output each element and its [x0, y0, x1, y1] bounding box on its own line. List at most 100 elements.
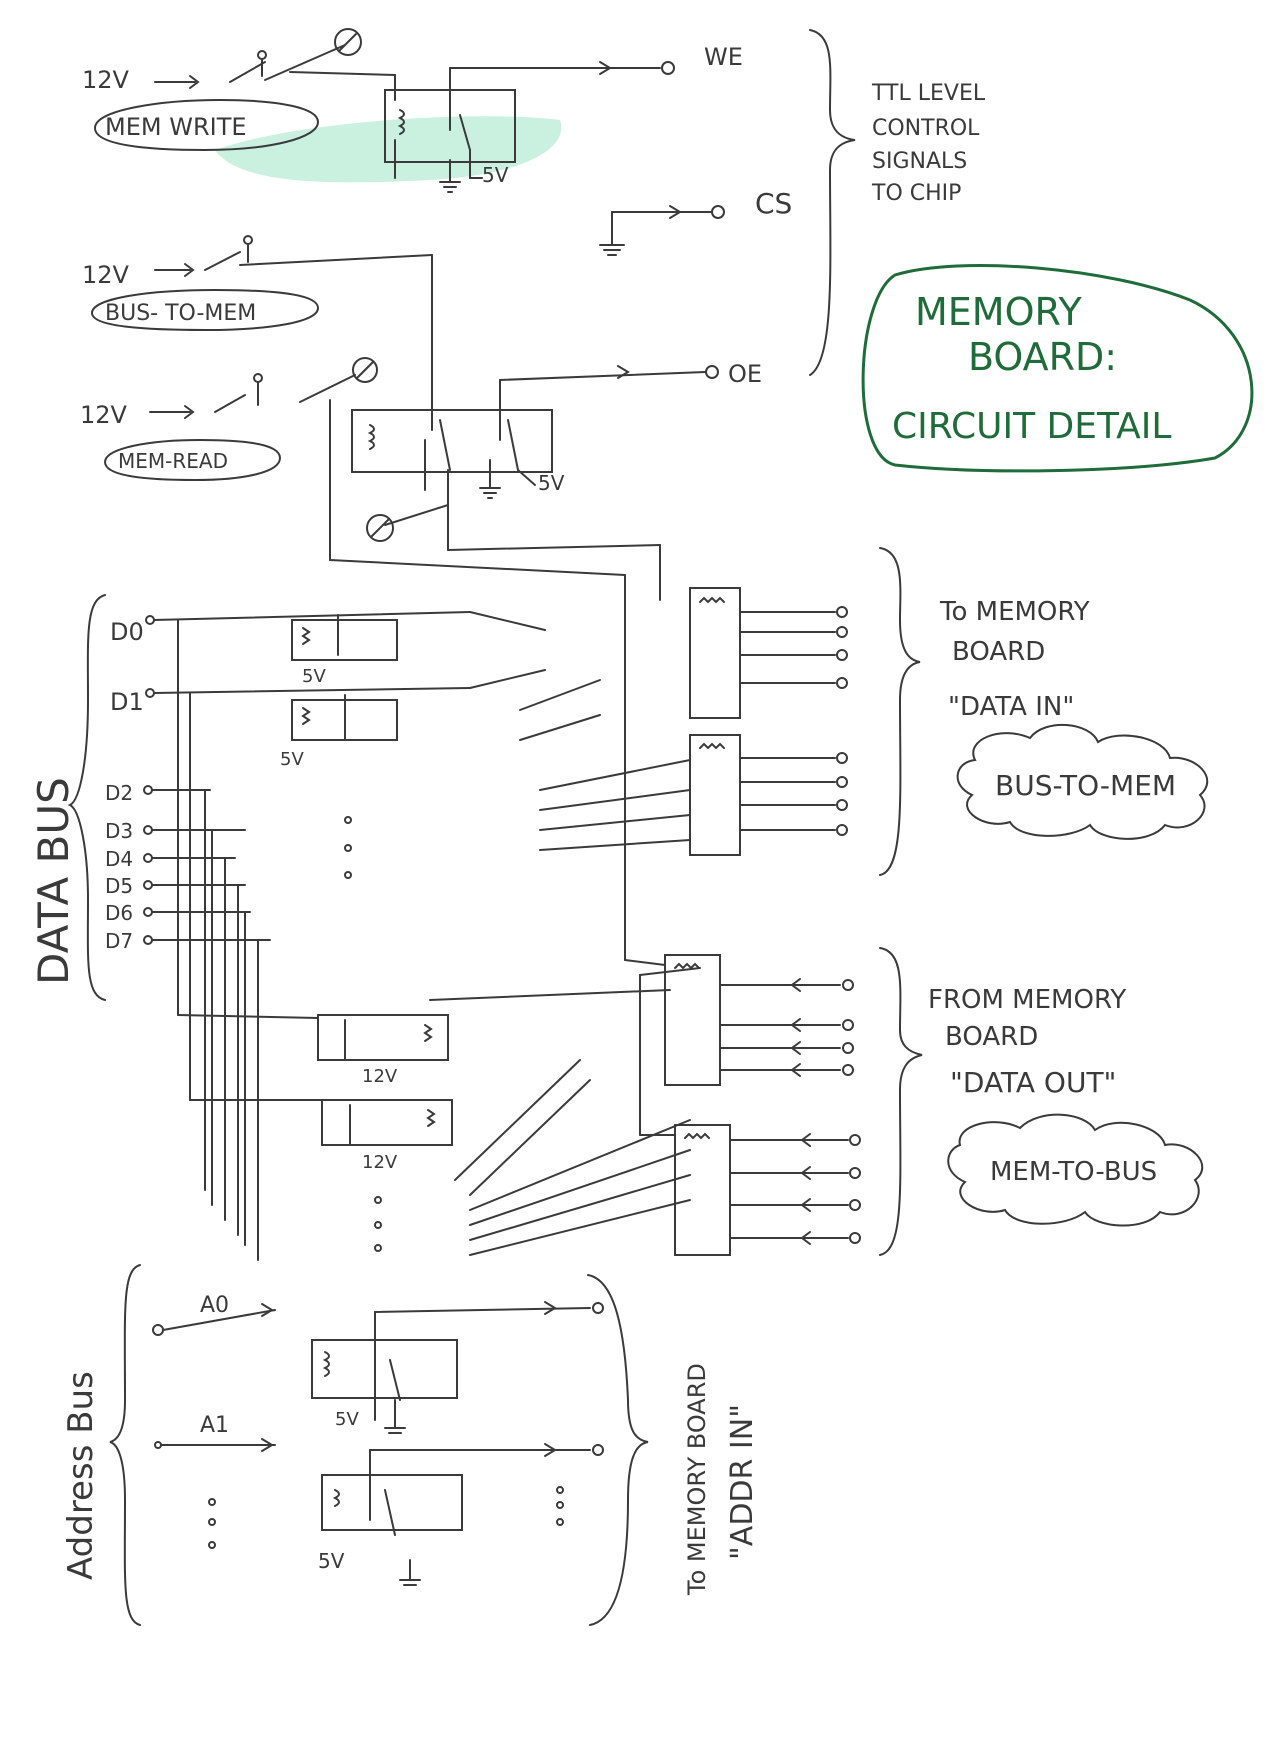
twelve-v-label-d1: 12V [362, 1152, 398, 1173]
mem-read-lamp [352, 357, 378, 383]
d-in-dot-1 [344, 816, 352, 824]
oe-relay-contact-b [439, 419, 451, 471]
addr-dot-2 [208, 1518, 216, 1526]
dout-terminal-7[interactable] [849, 1232, 861, 1244]
data-out-line-3: "DATA OUT" [950, 1066, 1116, 1099]
d5-terminal[interactable] [143, 880, 153, 890]
din-terminal-0[interactable] [836, 606, 848, 618]
d2-terminal[interactable] [143, 785, 153, 795]
d-out-dot-2 [374, 1221, 382, 1229]
dout-arrow-4 [800, 1133, 811, 1147]
dout-wire-0 [177, 1014, 319, 1019]
dout-terminal-0[interactable] [842, 979, 854, 991]
dout-arrow-3 [790, 1063, 801, 1077]
slant-in-1 [469, 611, 546, 631]
mem-read-lamp-2 [366, 514, 394, 542]
address-brace [109, 1264, 141, 1626]
supply-label-read: 12V [80, 401, 128, 429]
dout-terminal-3[interactable] [842, 1064, 854, 1076]
dout-terminal-4[interactable] [849, 1134, 861, 1146]
data-out-line-2: BOARD [945, 1022, 1038, 1052]
dout-terminal-2[interactable] [842, 1042, 854, 1054]
d1-in-coil [301, 707, 311, 725]
mr-to-data [329, 559, 626, 576]
a0-label: A0 [200, 1293, 229, 1318]
d5-label: D5 [105, 874, 133, 898]
dout-arrow-1 [790, 1018, 801, 1032]
bus-to-mem-outline [90, 288, 320, 332]
d7-terminal[interactable] [143, 935, 153, 945]
supply-label-btm: 12V [82, 261, 130, 289]
oe-terminal[interactable] [705, 365, 719, 379]
din-terminal-3[interactable] [836, 677, 848, 689]
a1-out-terminal[interactable] [592, 1444, 604, 1456]
data-in-line-1: To MEMORY [939, 597, 1090, 627]
we-terminal[interactable] [661, 61, 675, 75]
mem-write-lamp-wire [264, 44, 346, 81]
slant-in-6 [539, 789, 691, 811]
d-in-dot-3 [344, 871, 352, 879]
five-v-label-d1: 5V [280, 749, 304, 770]
a1-contact [384, 1489, 396, 1536]
oe-relay [351, 409, 553, 473]
oe-5v-wire [517, 469, 536, 486]
btm-feed [239, 254, 433, 266]
slant-in-3 [519, 679, 601, 711]
ttl-brace [809, 29, 856, 376]
databus-brace [67, 594, 106, 1001]
a0-relay-coil [322, 1351, 330, 1377]
to-memory-board-label: To MEMORY BOARD [683, 1363, 711, 1596]
a0-terminal[interactable] [152, 1324, 164, 1336]
d3-terminal[interactable] [143, 825, 153, 835]
d0-out-coil [423, 1024, 433, 1042]
five-v-label-we: 5V [482, 163, 509, 187]
din-terminal-7[interactable] [836, 824, 848, 836]
mem-write-knob [257, 50, 267, 60]
data-out-relay-bank-1 [664, 954, 721, 1086]
d-in-dot-2 [344, 844, 352, 852]
din-terminal-2[interactable] [836, 649, 848, 661]
bus-to-mem-switch[interactable] [204, 251, 241, 271]
d2-label: D2 [105, 781, 133, 805]
btm-arrow [184, 263, 195, 277]
oe-contact [507, 419, 519, 471]
title-outline [861, 263, 1254, 473]
data-bus-label: DATA BUS [29, 777, 78, 985]
cs-label: CS [755, 187, 792, 220]
mem-write-switch[interactable] [229, 61, 266, 83]
address-bus-label: Address Bus [61, 1371, 101, 1580]
obank1-coil [674, 962, 700, 970]
d6-terminal[interactable] [143, 907, 153, 917]
slant-in-7 [539, 814, 691, 831]
five-v-label-oe: 5V [538, 471, 565, 495]
btm-knob [243, 235, 253, 245]
din-terminal-6[interactable] [836, 799, 848, 811]
a0-wire [162, 1309, 276, 1331]
data-in-relay-bank-2 [689, 734, 741, 856]
mem-read-switch[interactable] [214, 394, 246, 413]
dout-slant-1 [454, 1059, 581, 1181]
d6-label: D6 [105, 901, 133, 925]
addr-dot-3 [208, 1541, 216, 1549]
din-terminal-5[interactable] [836, 776, 848, 788]
d1-terminal[interactable] [145, 688, 155, 698]
dout-terminal-1[interactable] [842, 1019, 854, 1031]
cs-terminal[interactable] [711, 205, 725, 219]
d0-terminal[interactable] [145, 615, 155, 625]
addr-out-dot-3 [556, 1518, 564, 1526]
d0-line [153, 611, 471, 621]
dout-terminal-6[interactable] [849, 1199, 861, 1211]
d4-terminal[interactable] [143, 853, 153, 863]
five-v-label-a1: 5V [318, 1549, 345, 1573]
a0-out-terminal[interactable] [592, 1302, 604, 1314]
a0-out [374, 1307, 591, 1313]
dout-arrow-2 [790, 1041, 801, 1055]
din-terminal-4[interactable] [836, 752, 848, 764]
d0-label: D0 [110, 618, 144, 646]
mr-lamp2-x [371, 519, 389, 537]
slant-in-8 [539, 839, 691, 851]
din-terminal-1[interactable] [836, 626, 848, 638]
dout-terminal-5[interactable] [849, 1167, 861, 1179]
slant-in-5 [539, 759, 691, 791]
bank1-coil [699, 596, 725, 604]
